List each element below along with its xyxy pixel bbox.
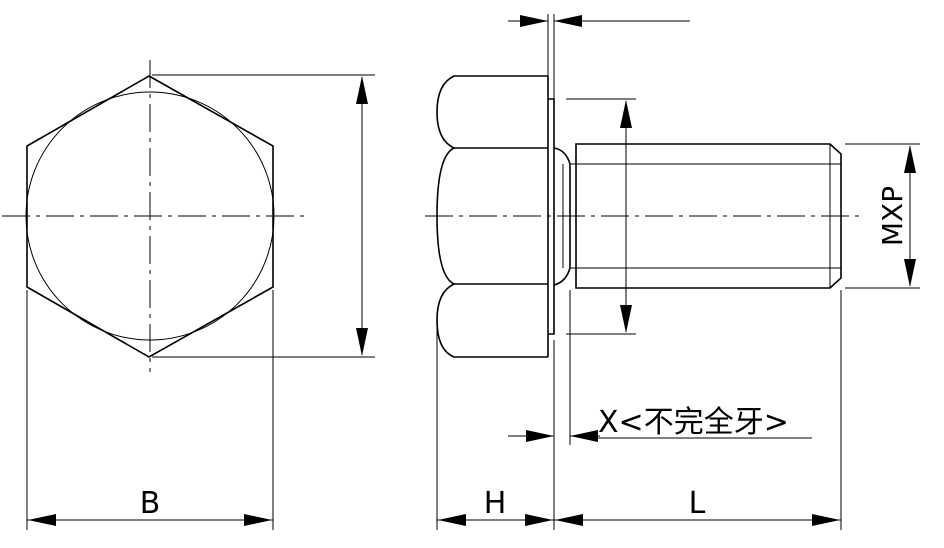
mxp-dimension-label: MXP	[876, 186, 909, 246]
washer-face	[548, 98, 555, 335]
mxp-dimension: MXP	[845, 143, 920, 289]
b-dimension-label: B	[140, 486, 161, 521]
h-dimension-label: H	[484, 486, 507, 521]
l-dimension: L	[554, 290, 842, 530]
washer-thickness-dimension	[508, 14, 690, 99]
h-dimension: H	[436, 325, 555, 530]
incomplete-thread-dimension: X<不完全牙>	[508, 290, 812, 445]
corner-dimension	[152, 74, 375, 358]
washer-diameter-dimension	[566, 98, 636, 335]
hex-head-front-view	[2, 60, 305, 372]
incomplete-thread-label: X<不完全牙>	[598, 405, 789, 440]
bolt-side-view	[425, 75, 860, 358]
hexagon-outline	[26, 75, 274, 358]
b-dimension: B	[26, 290, 274, 530]
l-dimension-label: L	[689, 486, 706, 521]
